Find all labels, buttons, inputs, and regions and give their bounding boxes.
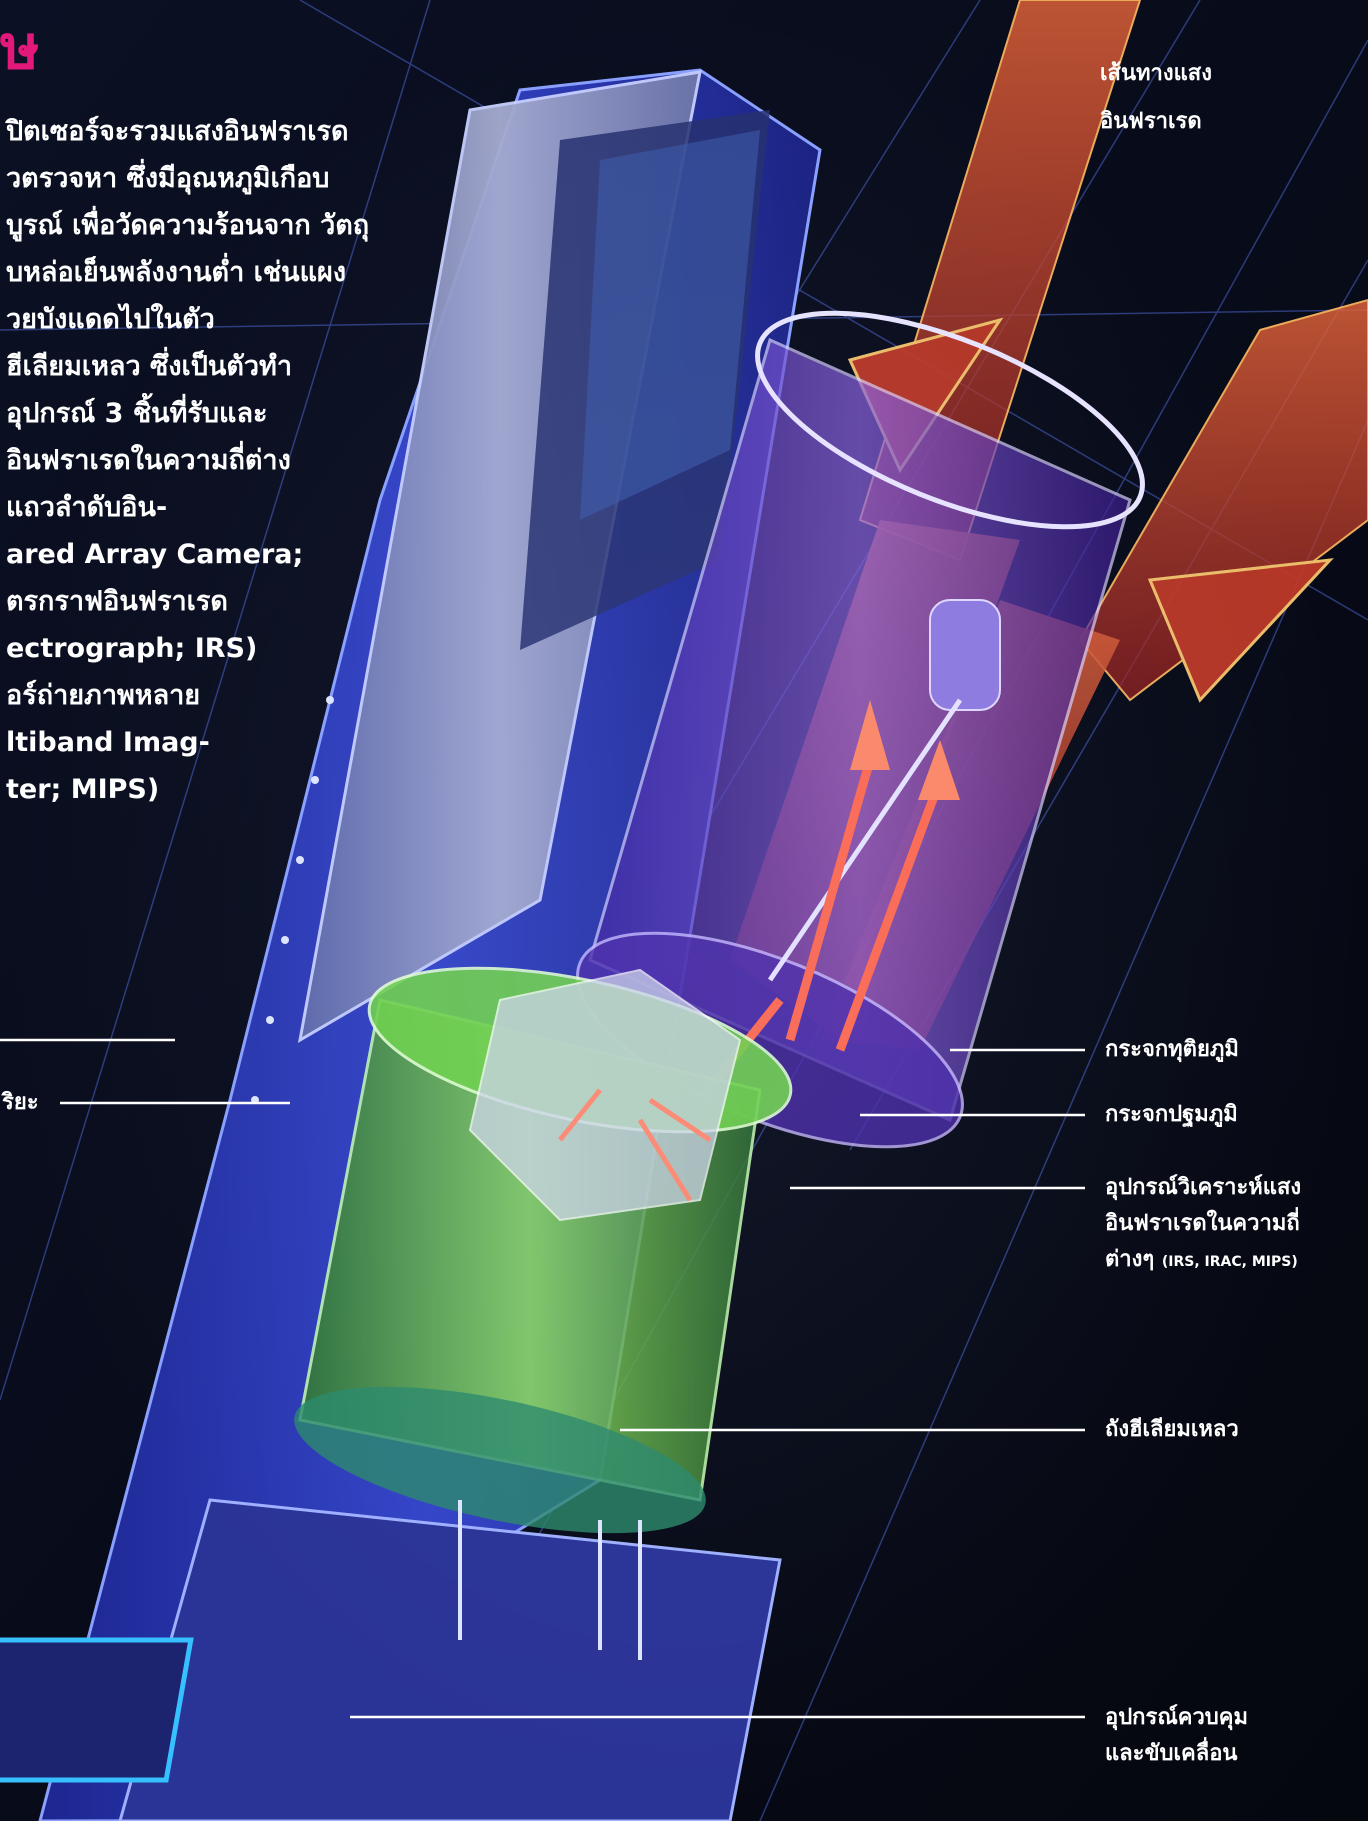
- description-line: อร์ถ่ายภาพหลาย: [6, 672, 436, 719]
- label-control-unit-line2: และขับเคลื่อน: [1105, 1736, 1248, 1772]
- label-light-path-line1: เส้นทางแสง: [1100, 50, 1212, 98]
- header-fragment: ษ: [0, 0, 40, 95]
- label-instruments-acronyms: (IRS, IRAC, MIPS): [1162, 1254, 1298, 1270]
- description-line: ปิตเซอร์จะรวมแสงอินฟราเรด: [6, 108, 436, 155]
- label-light-path: เส้นทางแสง อินฟราเรด: [1100, 50, 1212, 146]
- description-line: ter; MIPS): [6, 766, 436, 813]
- description-line: แถวลำดับอิน-: [6, 484, 436, 531]
- label-instruments: อุปกรณ์วิเคราะห์แสง อินฟราเรดในความถี่ ต…: [1105, 1170, 1301, 1280]
- description-line: ared Array Camera;: [6, 531, 436, 578]
- description-line: อุปกรณ์ 3 ชิ้นที่รับและ: [6, 390, 436, 437]
- description-line: บหล่อเย็นพลังงานต่ำ เช่นแผง: [6, 249, 436, 296]
- label-control-unit: อุปกรณ์ควบคุม และขับเคลื่อน: [1105, 1700, 1248, 1772]
- description-line: อินฟราเรดในความถี่ต่าง: [6, 437, 436, 484]
- description-text: ปิตเซอร์จะรวมแสงอินฟราเรด วตรวจหา ซึ่งมี…: [6, 108, 436, 813]
- label-control-unit-line1: อุปกรณ์ควบคุม: [1105, 1700, 1248, 1736]
- description-line: วยบังแดดไปในตัว: [6, 296, 436, 343]
- label-secondary-mirror: กระจกทุติยภูมิ: [1105, 1032, 1239, 1068]
- label-instruments-word: ต่างๆ: [1105, 1247, 1154, 1272]
- label-instruments-line2: อินฟราเรดในความถี่: [1105, 1206, 1301, 1242]
- description-line: ฮีเลียมเหลว ซึ่งเป็นตัวทำ: [6, 343, 436, 390]
- left-partial-label: ริยะ: [2, 1085, 39, 1121]
- description-line: ltiband Imag-: [6, 719, 436, 766]
- description-line: ตรกราฟอินฟราเรด: [6, 578, 436, 625]
- label-instruments-line1: อุปกรณ์วิเคราะห์แสง: [1105, 1170, 1301, 1206]
- label-primary-mirror: กระจกปฐมภูมิ: [1105, 1097, 1238, 1133]
- description-line: บูรณ์ เพื่อวัดความร้อนจาก วัตถุ: [6, 202, 436, 249]
- description-line: วตรวจหา ซึ่งมีอุณหภูมิเกือบ: [6, 155, 436, 202]
- label-helium-tank: ถังฮีเลียมเหลว: [1105, 1412, 1239, 1448]
- description-line: ectrograph; IRS): [6, 625, 436, 672]
- label-instruments-line3: ต่างๆ (IRS, IRAC, MIPS): [1105, 1242, 1301, 1280]
- label-light-path-line2: อินฟราเรด: [1100, 98, 1212, 146]
